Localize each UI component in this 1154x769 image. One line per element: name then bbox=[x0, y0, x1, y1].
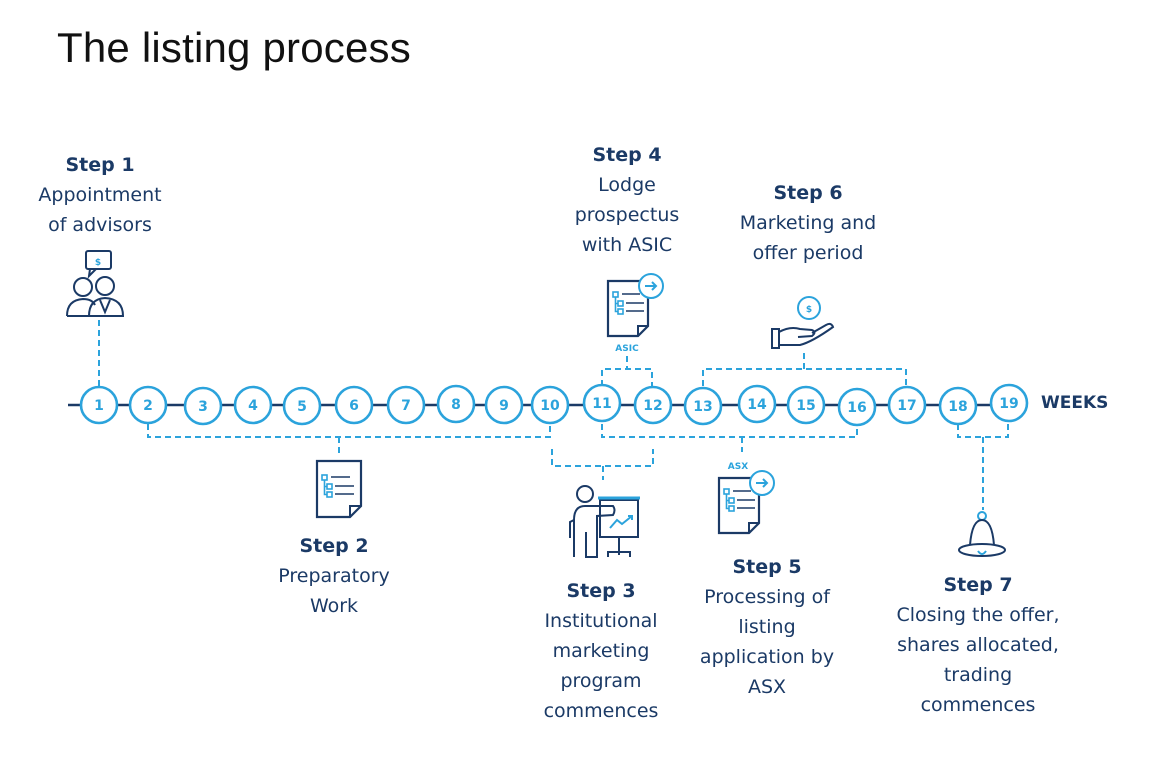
asx-tag: ASX bbox=[728, 462, 748, 472]
step-description: Marketing and offer period bbox=[739, 212, 877, 264]
step5-bracket bbox=[601, 424, 858, 438]
week-node bbox=[989, 383, 1029, 423]
step-2: Step 2 Preparatory Work bbox=[254, 531, 414, 621]
document-icon bbox=[315, 459, 363, 519]
step7-bracket bbox=[957, 424, 1009, 438]
week-node bbox=[530, 385, 570, 425]
week-node bbox=[334, 385, 374, 425]
week-node bbox=[837, 387, 877, 427]
week-number: 15 bbox=[796, 398, 815, 414]
week-number: 18 bbox=[948, 399, 967, 415]
week-node bbox=[786, 385, 826, 425]
step-3: Step 3 Institutional marketing program c… bbox=[516, 576, 686, 726]
week-number: 6 bbox=[349, 398, 359, 414]
document-submit-icon bbox=[717, 470, 775, 535]
week-number: 16 bbox=[847, 400, 866, 416]
step-description: Processing of listing application by ASX bbox=[699, 586, 835, 698]
step-5: Step 5 Processing of listing application… bbox=[677, 552, 857, 702]
week-node bbox=[233, 385, 273, 425]
week-number: 7 bbox=[401, 398, 411, 414]
week-node bbox=[887, 385, 927, 425]
week-node bbox=[128, 385, 168, 425]
step4-bracket bbox=[601, 368, 653, 386]
week-number: 4 bbox=[248, 398, 258, 414]
step-label: Step 6 bbox=[773, 182, 843, 204]
svg-text:$: $ bbox=[806, 305, 812, 315]
week-number: 12 bbox=[643, 398, 662, 414]
step-label: Step 5 bbox=[732, 556, 802, 578]
week-node bbox=[484, 385, 524, 425]
weeks-axis-label: WEEKS bbox=[1041, 393, 1109, 413]
step-4: Step 4 Lodge prospectus with ASIC bbox=[547, 140, 707, 260]
presenter-icon bbox=[569, 485, 640, 558]
week-number: 10 bbox=[540, 398, 560, 414]
step-6: Step 6 Marketing and offer period bbox=[718, 178, 898, 268]
week-node bbox=[282, 386, 322, 426]
step-label: Step 4 bbox=[592, 144, 662, 166]
step-description: Institutional marketing program commence… bbox=[543, 610, 659, 722]
step-1: Step 1 Appointment of advisors bbox=[20, 150, 180, 240]
step-label: Step 7 bbox=[943, 574, 1013, 596]
week-node bbox=[633, 385, 673, 425]
week-number: 8 bbox=[451, 397, 461, 413]
page-title: The listing process bbox=[57, 24, 411, 71]
week-node bbox=[79, 385, 119, 425]
step6-bracket bbox=[702, 368, 907, 386]
week-number: 3 bbox=[198, 399, 208, 415]
advisors-icon: $ bbox=[66, 250, 125, 317]
week-node bbox=[737, 384, 777, 424]
svg-text:$: $ bbox=[95, 258, 101, 268]
week-node bbox=[386, 385, 426, 425]
step-description: Closing the offer, shares allocated, tra… bbox=[896, 604, 1060, 716]
step-label: Step 2 bbox=[299, 535, 369, 557]
week-number: 5 bbox=[297, 399, 307, 415]
step2-bracket bbox=[147, 424, 551, 438]
step-label: Step 1 bbox=[65, 154, 135, 176]
asic-tag: ASIC bbox=[615, 344, 639, 354]
week-number: 2 bbox=[143, 398, 153, 414]
week-number: 1 bbox=[94, 398, 104, 414]
step-label: Step 3 bbox=[566, 580, 636, 602]
week-number: 9 bbox=[499, 398, 509, 414]
week-number: 11 bbox=[592, 396, 611, 412]
week-node bbox=[683, 386, 723, 426]
week-number: 13 bbox=[693, 399, 712, 415]
step-7: Step 7 Closing the offer, shares allocat… bbox=[878, 570, 1078, 720]
step-description: Preparatory Work bbox=[278, 565, 390, 617]
step3-bracket bbox=[551, 449, 654, 467]
week-number: 17 bbox=[897, 398, 916, 414]
document-submit-icon bbox=[606, 273, 664, 338]
step-description: Appointment of advisors bbox=[38, 184, 162, 236]
hand-coin-icon: $ bbox=[771, 296, 835, 349]
week-number: 14 bbox=[747, 397, 767, 413]
step-description: Lodge prospectus with ASIC bbox=[574, 174, 680, 256]
week-node bbox=[436, 384, 476, 424]
week-node bbox=[183, 386, 223, 426]
bell-icon bbox=[958, 511, 1006, 557]
week-number: 19 bbox=[999, 396, 1018, 412]
